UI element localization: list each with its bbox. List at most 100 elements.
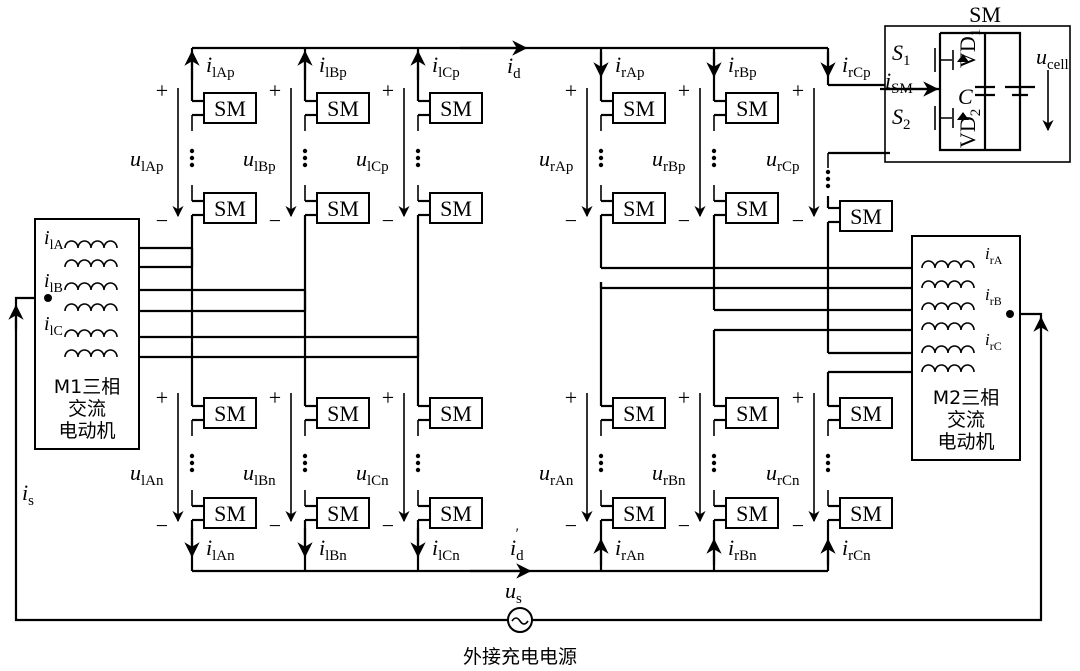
upper-arm-rBp-sm-top [725, 92, 779, 124]
source-current: is [22, 480, 34, 509]
upper-arm-lAp-ellipsis [189, 155, 195, 161]
upper-arm-voltage-rAp-subscript: rAp [550, 159, 573, 175]
lower-arm-current-lBn-symbol: i [319, 535, 325, 560]
plus-sign: + [269, 385, 281, 410]
minus-sign: − [269, 513, 281, 538]
diode-1-label-subscript: 1 [968, 29, 984, 37]
upper-arm-rCp-ellipsis [825, 176, 831, 182]
source-loop-left [14, 296, 508, 622]
upper-arm-rCp-sm [839, 200, 893, 232]
upper-arm-voltage-rAp-symbol: u [539, 146, 550, 171]
upper-arm-current-rAp-symbol: i [615, 52, 621, 77]
left-motor-name-line: 电动机 [58, 420, 115, 442]
upper-arm-voltage-lBp-subscript: lBp [254, 159, 276, 175]
left-motor-current-lC: ilC [44, 313, 63, 339]
upper-arm-voltage-rCp: urCp [766, 146, 800, 175]
source-voltage-subscript: s [516, 591, 522, 607]
upper-arm-lBp-ellipsis [302, 148, 308, 154]
lower-arm-voltage-lCn: ulCn [356, 460, 389, 489]
ucell-label-symbol: u [1036, 44, 1047, 69]
upper-arm-voltage-rBp-subscript: rBp [663, 159, 686, 175]
lower-arm-lAn-ellipsis [189, 467, 195, 473]
switch-2-symbol [934, 106, 954, 130]
lower-arm-voltage-rAn-subscript: rAn [550, 473, 574, 489]
plus-sign: + [156, 78, 168, 103]
lower-arm-voltage-rCn-subscript: rCn [777, 473, 800, 489]
minus-sign: − [792, 208, 804, 233]
upper-arm-rAp-ellipsis [598, 155, 604, 161]
dc-current-bottom-subscript: d [516, 548, 524, 564]
left-motor-current-lB: ilB [44, 270, 63, 296]
upper-arm-rAp-sm-bottom-label: SM [623, 196, 655, 221]
lower-arm-current-lCn: ilCn [432, 535, 460, 564]
diode-2-label-symbol: VD [955, 116, 980, 148]
upper-arm-current-rAp: irAp [615, 52, 644, 81]
lower-arm-rCn-sm-top [839, 397, 893, 429]
upper-arm-lCp-ellipsis [415, 148, 421, 154]
lower-arm-current-lAn-subscript: lAn [212, 548, 235, 564]
upper-arm-rAp-sm-bottom [612, 192, 666, 224]
plus-sign: + [565, 78, 577, 103]
lower-arm-lBn-sm-bottom [316, 497, 370, 529]
lower-arm-current-lCn-subscript: lCn [438, 548, 460, 564]
lower-arm-lCn-ellipsis [415, 460, 421, 466]
lower-arm-rBn-sm-bottom-label: SM [736, 501, 768, 526]
labels: +−+−+−+−+−+−+−+−+−+−+−+−ilApulApilBpulBp… [22, 2, 1069, 668]
lower-arm-lCn-ellipsis [415, 453, 421, 459]
upper-arm-rBp-ellipsis [711, 155, 717, 161]
minus-sign: − [565, 208, 577, 233]
upper-arm-lAp-ellipsis [189, 148, 195, 154]
lower-arm-voltage-rBn: urBn [652, 460, 686, 489]
plus-sign: + [678, 78, 690, 103]
left-motor-name-line: 交流 [68, 398, 106, 420]
left-motor-winding [64, 303, 118, 312]
lower-arm-current-rCn-symbol: i [842, 535, 848, 560]
lower-arm-voltage-lAn-symbol: u [130, 460, 141, 485]
lower-arm-rBn-sm-top-label: SM [736, 401, 768, 426]
upper-arm-current-lAp-symbol: i [206, 52, 212, 77]
lower-arm-rCn-ellipsis [825, 453, 831, 459]
dc-current-top-subscript: d [513, 66, 521, 82]
upper-arm-lCp-sm-top-label: SM [440, 96, 472, 121]
lower-arm-lBn-ellipsis [302, 467, 308, 473]
lower-arm-lBn-sm-bottom-label: SM [327, 501, 359, 526]
upper-arm-lBp-ellipsis [302, 162, 308, 168]
left-neutral-node [44, 294, 52, 302]
lower-arm-rBn-ellipsis [711, 467, 717, 473]
upper-arm-voltage-rBp-symbol: u [652, 146, 663, 171]
minus-sign: − [565, 513, 577, 538]
left-motor-current-lC-subscript: lC [50, 324, 63, 339]
upper-arm-voltage-rAp: urAp [539, 146, 573, 175]
minus-sign: − [269, 208, 281, 233]
lower-arm-voltage-rCn-symbol: u [766, 460, 777, 485]
plus-sign: + [269, 78, 281, 103]
lower-arm-rCn-ellipsis [825, 467, 831, 473]
lower-arm-current-rAn-symbol: i [615, 535, 621, 560]
lower-arm-lBn-ellipsis [302, 460, 308, 466]
plus-sign: + [678, 385, 690, 410]
switch-2-label-subscript: 2 [903, 117, 911, 133]
ucell-label-subscript: cell [1047, 57, 1069, 73]
upper-arm-current-lBp: ilBp [319, 52, 347, 81]
lower-arm-current-rBn-symbol: i [728, 535, 734, 560]
lower-arm-lBn-sm-top [316, 397, 370, 429]
upper-arm-rCp-ellipsis [825, 183, 831, 189]
right-motor-box [911, 235, 1021, 461]
upper-arm-rBp-ellipsis [711, 162, 717, 168]
lower-arm-rAn-ellipsis [598, 467, 604, 473]
diode-1-label: VD1 [955, 29, 984, 68]
lower-arm-rBn-sm-top [725, 397, 779, 429]
upper-arm-voltage-lCp-symbol: u [356, 146, 367, 171]
sm-current-label-symbol: i [885, 68, 891, 93]
lower-arm-lCn-ellipsis [415, 467, 421, 473]
right-motor-current-rB-symbol: i [985, 285, 990, 304]
upper-arm-lCp-sm-top [429, 92, 483, 124]
upper-arm-lBp-sm-bottom-label: SM [327, 196, 359, 221]
right-motor-current-rC: irC [985, 330, 1002, 353]
switch-2-label: S2 [892, 104, 911, 133]
plus-sign: + [382, 78, 394, 103]
upper-arm-voltage-lAp-subscript: lAp [141, 159, 164, 175]
lower-arm-lAn-sm-top [203, 397, 257, 429]
